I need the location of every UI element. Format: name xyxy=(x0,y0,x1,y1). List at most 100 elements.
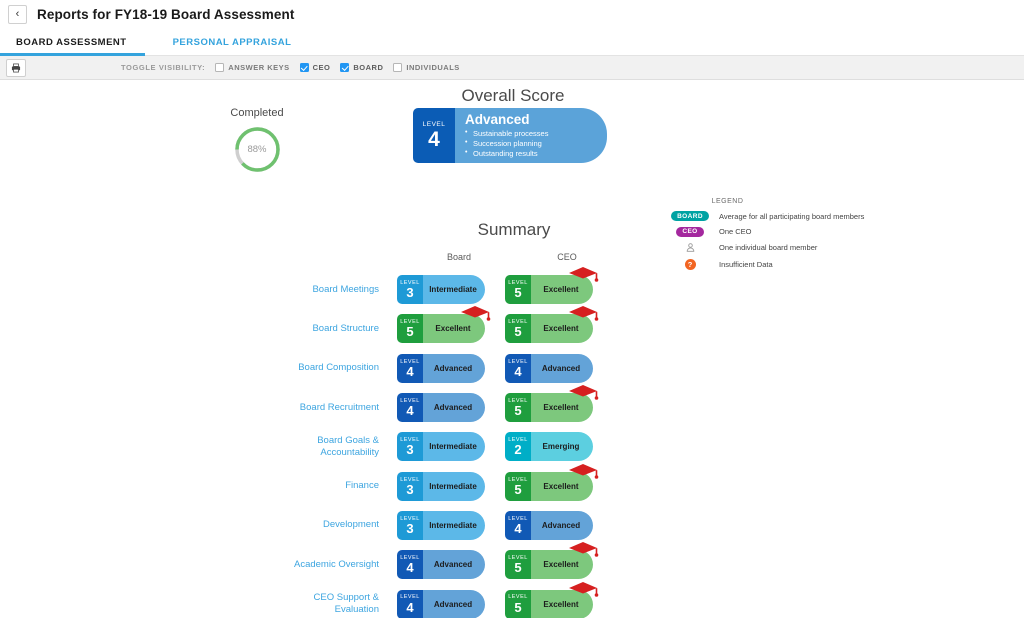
checkbox-label: BOARD xyxy=(353,63,384,72)
tab-personal-appraisal[interactable]: PERSONAL APPRAISAL xyxy=(169,37,296,55)
level-body: Advanced xyxy=(423,550,485,580)
completed-label: Completed xyxy=(230,107,284,119)
level-number: 4 xyxy=(406,560,414,576)
overall-bullet-list: Sustainable processesSuccession planning… xyxy=(465,128,548,159)
board-pill: BOARD xyxy=(671,211,709,221)
level-word: LEVEL xyxy=(508,555,528,562)
level-body: Excellent xyxy=(531,471,593,501)
level-number: 4 xyxy=(406,363,414,379)
row-label: Academic Oversight xyxy=(293,558,379,570)
back-button[interactable]: ‹ xyxy=(8,4,27,24)
level-word: LEVEL xyxy=(508,515,528,522)
level-body: Intermediate xyxy=(423,432,485,462)
level-name: Advanced xyxy=(433,403,473,413)
overall-level-body: Advanced Sustainable processesSuccession… xyxy=(455,108,607,163)
level-name: Excellent xyxy=(543,481,579,491)
overall-bullet: Succession planning xyxy=(465,138,548,149)
legend-key: BOARD xyxy=(670,211,710,221)
checkbox-label: INDIVIDUALS xyxy=(406,63,460,72)
level-number: 5 xyxy=(406,324,414,340)
level-number: 5 xyxy=(514,481,522,497)
level-number: 4 xyxy=(406,599,414,615)
checkbox-label: CEO xyxy=(312,63,331,72)
level-number: 3 xyxy=(406,285,414,301)
level-name: Excellent xyxy=(543,324,579,334)
level-number: 5 xyxy=(514,324,522,340)
completed-gauge: Completed 88% xyxy=(207,107,307,174)
level-name: Advanced xyxy=(541,520,581,530)
level-word: LEVEL xyxy=(400,555,420,562)
legend-text: Average for all participating board memb… xyxy=(719,211,865,221)
row-label: Board Structure xyxy=(312,323,379,334)
toggle-visibility-group: TOGGLE VISIBILITY: ANSWER KEYS CEO BOARD… xyxy=(121,63,470,72)
level-body: Advanced xyxy=(531,353,593,383)
overall-level-badge: LEVEL 4 xyxy=(413,108,455,163)
level-name: Intermediate xyxy=(429,442,477,452)
overall-score-title: Overall Score xyxy=(461,86,565,105)
checkbox-box xyxy=(215,63,225,72)
checkbox-individuals[interactable]: INDIVIDUALS xyxy=(393,63,459,72)
legend-text: One CEO xyxy=(719,227,752,236)
checkbox-ceo[interactable]: CEO xyxy=(299,63,331,72)
level-word: LEVEL xyxy=(422,120,446,128)
legend-text: Insufficient Data xyxy=(719,259,773,269)
tab-board-assessment[interactable]: BOARD ASSESSMENT xyxy=(0,37,145,56)
row-label: Development xyxy=(323,519,379,531)
level-number: 5 xyxy=(514,285,522,301)
checkbox-answer-keys[interactable]: ANSWER KEYS xyxy=(215,63,289,72)
level-name: Emerging xyxy=(542,442,580,452)
legend-key: CEO xyxy=(670,226,710,237)
page-title: Reports for FY18-19 Board Assessment xyxy=(37,6,295,22)
legend-text: One individual board member xyxy=(719,243,818,252)
column-header-board: Board xyxy=(446,252,472,262)
level-body: Excellent xyxy=(423,314,485,344)
row-label: Board Recruitment xyxy=(299,401,379,413)
level-number: 5 xyxy=(514,560,522,576)
summary-column-headers: Board CEO xyxy=(0,252,1024,270)
level-body: Excellent xyxy=(531,550,593,580)
level-body: Excellent xyxy=(531,393,593,423)
level-name: Excellent xyxy=(543,560,579,570)
level-number: 3 xyxy=(406,481,414,497)
level-number: 4 xyxy=(514,520,522,536)
tab-bar: BOARD ASSESSMENT PERSONAL APPRAISAL xyxy=(0,28,1024,56)
question-icon: ? xyxy=(684,258,696,270)
checkbox-label: ANSWER KEYS xyxy=(228,63,290,72)
checkbox-box xyxy=(299,63,309,72)
level-number: 4 xyxy=(514,363,522,379)
print-button[interactable] xyxy=(6,58,26,77)
completed-donut: 88% xyxy=(233,125,282,174)
level-name: Intermediate xyxy=(429,285,477,295)
checkbox-board[interactable]: BOARD xyxy=(340,63,383,72)
